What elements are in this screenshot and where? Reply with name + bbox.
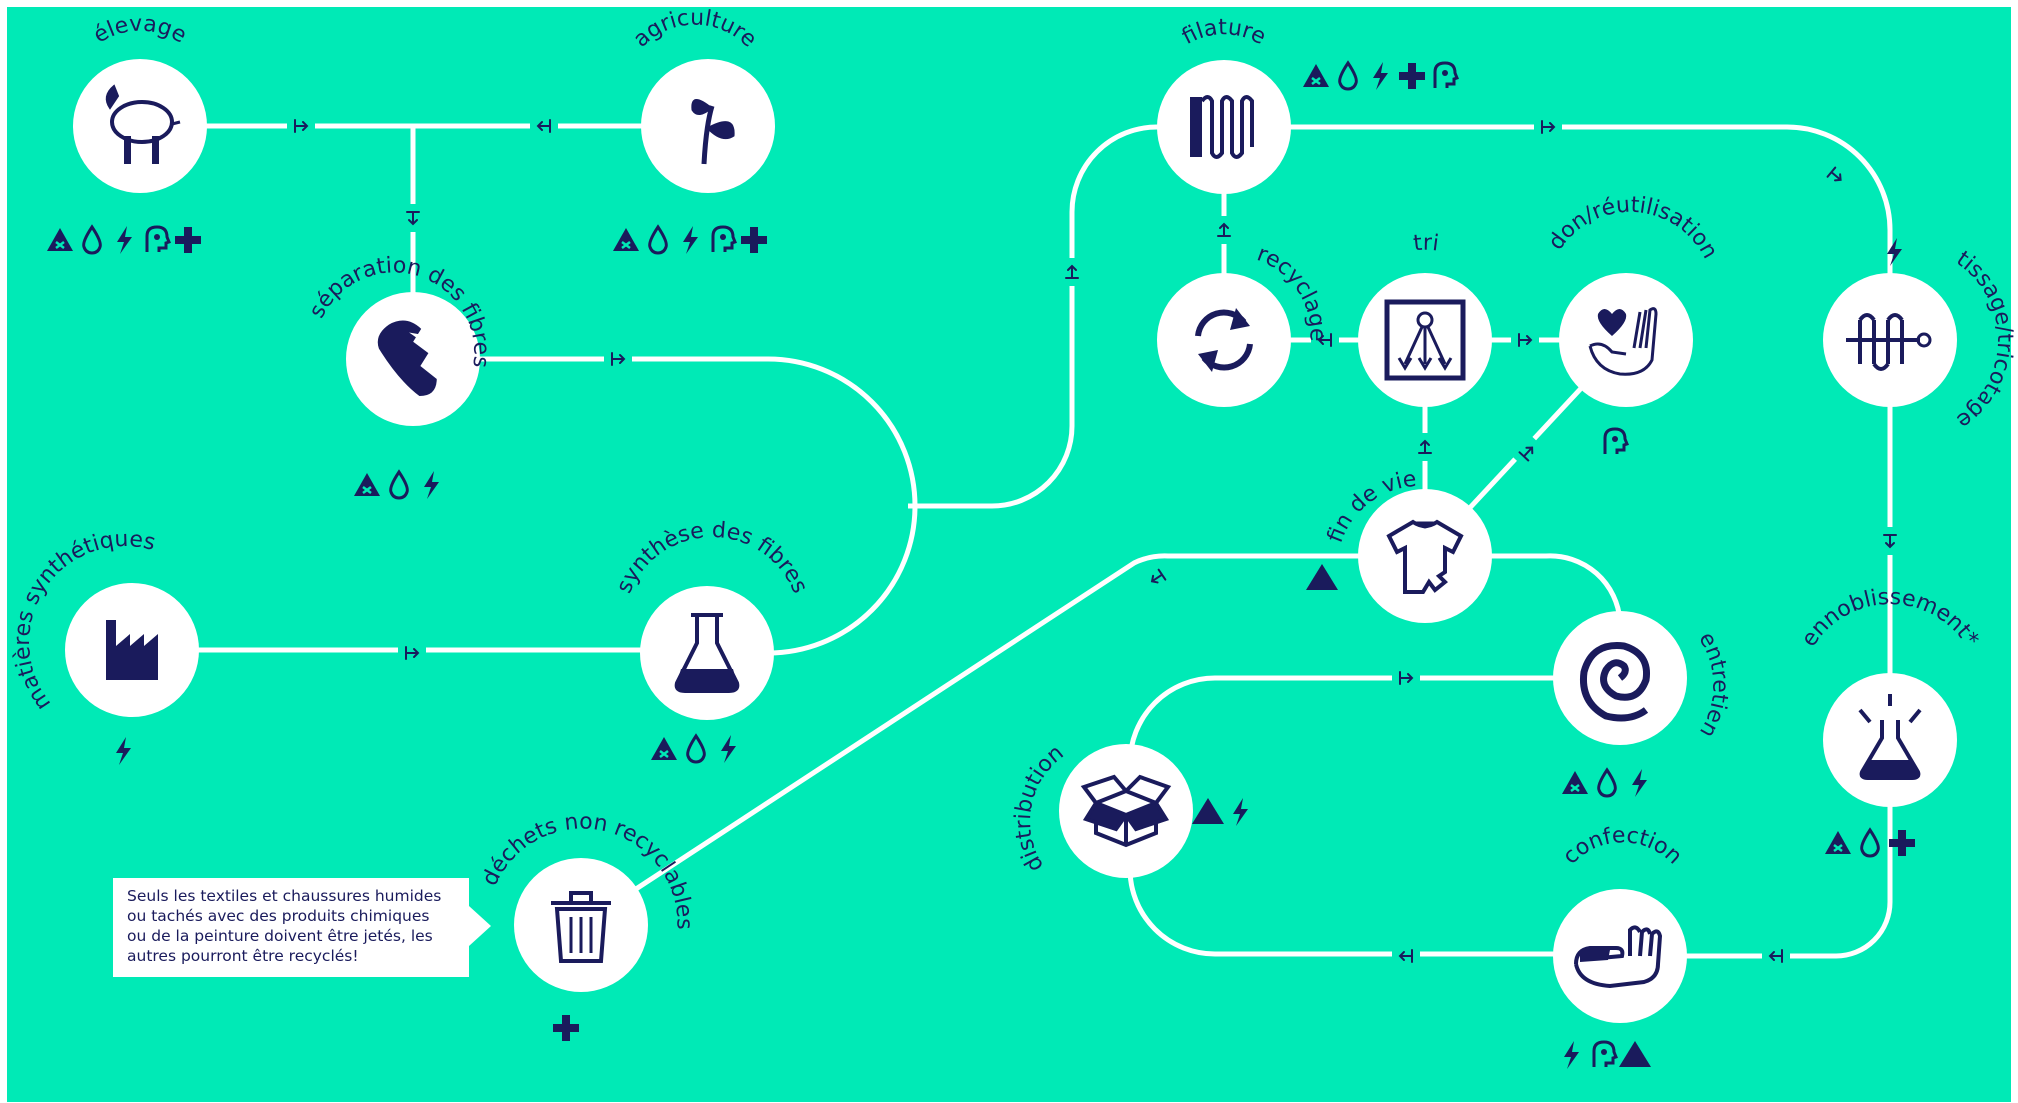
triangle-icon (1619, 1041, 1651, 1067)
node-distribution (1059, 744, 1193, 878)
cross-icon (741, 227, 767, 253)
head-health-icon (1592, 1040, 1618, 1067)
spiral-icon (1579, 642, 1651, 722)
cross-icon (175, 227, 201, 253)
arrow-mark-3 (405, 204, 421, 232)
arrow-mark-6 (1064, 258, 1080, 286)
sheep-icon (105, 84, 181, 164)
impact-icons (47, 60, 1915, 1069)
water-drop-icon (389, 469, 409, 500)
callout-note: Seuls les textiles et chaussures humides… (113, 878, 469, 977)
cross-icon (1399, 63, 1425, 89)
callout-line: ou tachés avec des produits chimiques (127, 907, 430, 925)
open-box-icon (1080, 774, 1172, 848)
arrow-mark-17 (1511, 332, 1539, 348)
line-ennoblissement-confection (1620, 740, 1893, 959)
spinning-thread-icon (1190, 95, 1254, 159)
factory-icon (106, 620, 158, 680)
arrow-mark-11 (1392, 948, 1420, 964)
water-drop-icon (648, 224, 668, 255)
node-don (1559, 273, 1693, 407)
toxic-triangle-icon (1303, 64, 1329, 87)
line-filature-tissage (1222, 124, 1893, 740)
head-health-icon (1603, 427, 1629, 454)
arrow-mark-2 (530, 118, 558, 134)
sprout-icon (691, 99, 735, 165)
lightning-icon (116, 737, 131, 765)
callout-line: autres pourront être recyclés! (127, 947, 359, 965)
cross-icon (1889, 830, 1915, 856)
hand-icon (1574, 925, 1663, 989)
arrow-mark-16 (1311, 332, 1339, 348)
head-health-icon (711, 225, 737, 252)
node-recyclage (1157, 273, 1291, 407)
head-health-icon (145, 225, 171, 252)
arrow-mark-9 (1882, 527, 1898, 555)
lightning-icon (117, 226, 132, 254)
lightning-icon (1233, 798, 1248, 826)
toxic-triangle-icon (1825, 831, 1851, 854)
sorting-icon (1384, 299, 1466, 381)
heart-hand-icon (1588, 307, 1658, 376)
recycle-arrows-icon (1195, 308, 1253, 372)
water-drop-icon (1860, 827, 1880, 858)
arrow-mark-14 (1417, 433, 1433, 461)
arrow-mark-15 (1512, 436, 1544, 468)
triangle-icon (1192, 798, 1224, 824)
toxic-triangle-icon (47, 228, 73, 251)
weaving-needle-icon (1846, 313, 1932, 371)
torn-tshirt-icon (1386, 519, 1464, 594)
fiber-separation-icon (377, 320, 437, 397)
lightning-icon (683, 226, 698, 254)
flask-sparkle-icon (1858, 694, 1922, 780)
lightning-icon (721, 735, 736, 763)
flask-icon (674, 613, 740, 693)
lightning-icon (1632, 769, 1647, 797)
arrow-mark-18 (1216, 216, 1232, 244)
callout-line: ou de la peinture doivent être jetés, le… (127, 927, 433, 945)
lightning-icon (1564, 1041, 1579, 1069)
node-fin-de-vie (1358, 489, 1492, 623)
label-tri: tri (1412, 231, 1440, 257)
lightning-icon (1373, 62, 1388, 90)
arrow-mark-1 (287, 118, 315, 134)
arrow-mark-4 (604, 351, 632, 367)
callout-pointer (469, 906, 491, 946)
arrow-mark-10 (1762, 948, 1790, 964)
arrow-mark-5 (398, 645, 426, 661)
triangle-icon (1306, 564, 1338, 590)
water-drop-icon (1597, 767, 1617, 798)
line-merge-filature (908, 124, 1222, 509)
arrow-mark-8 (1820, 160, 1852, 192)
water-drop-icon (82, 224, 102, 255)
toxic-triangle-icon (1562, 771, 1588, 794)
arrow-mark-7 (1534, 119, 1562, 135)
line-dechets-findevie (579, 553, 1623, 928)
water-drop-icon (1338, 60, 1358, 91)
toxic-triangle-icon (651, 737, 677, 760)
node-synthese (640, 586, 774, 720)
lightning-icon (424, 471, 439, 499)
node-ennoblissement (1823, 673, 1957, 807)
lightning-icon (1887, 238, 1902, 266)
arrow-mark-12 (1392, 670, 1420, 686)
arrow-mark-13 (1140, 563, 1174, 593)
toxic-triangle-icon (613, 228, 639, 251)
cross-icon (553, 1015, 579, 1041)
callout-line: Seuls les textiles et chaussures humides (127, 887, 442, 905)
toxic-triangle-icon (354, 473, 380, 496)
head-health-icon (1433, 61, 1459, 88)
direction-marks (287, 118, 1898, 964)
trash-can-icon (551, 891, 611, 963)
water-drop-icon (686, 733, 706, 764)
